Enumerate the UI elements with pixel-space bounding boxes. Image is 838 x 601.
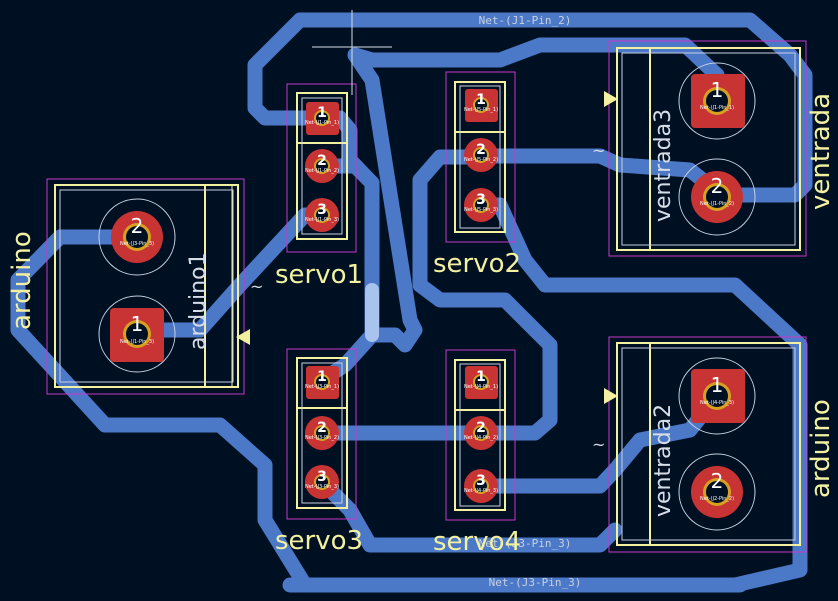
pin1-markers — [236, 91, 618, 404]
pin-net-label: Net-(J1-Pin_3) — [305, 217, 339, 223]
svg-text:~: ~ — [250, 277, 263, 296]
courtyard-servo4 — [445, 349, 516, 521]
value-ventrada2: ventrada2 — [651, 404, 676, 517]
fab-outlines — [59, 52, 796, 541]
track-servo3-bottom[interactable] — [314, 474, 623, 553]
pin-number: 1 — [317, 105, 327, 121]
ref-servo1: servo1 — [275, 260, 363, 290]
track-servo2-ventrada2[interactable] — [282, 197, 808, 593]
pin-number: 3 — [317, 202, 327, 218]
courtyards — [46, 40, 807, 553]
pin-net-label: Net-(J1-Pin_3) — [120, 339, 154, 345]
pin-number: 3 — [476, 473, 486, 489]
pin-number: 2 — [476, 142, 486, 158]
pin-number: 3 — [476, 192, 486, 208]
courtyard-ventrada2 — [608, 336, 807, 553]
ref-arduino-left: arduino — [7, 231, 37, 330]
courtyard-servo2 — [445, 71, 516, 243]
pin-number: 1 — [476, 369, 486, 385]
pin-net-label: Net-(J1-Pin_1) — [700, 105, 734, 111]
pin-net-label: Net-(J4-Pin_2) — [464, 435, 498, 441]
svg-text:~: ~ — [592, 141, 605, 160]
tilde-markers: ~ ~ ~ — [250, 141, 605, 454]
courtyard-arduino1 — [46, 178, 245, 395]
pin-net-label: Net-(J5-Pin_2) — [464, 157, 498, 163]
ref-arduino-right: arduino — [806, 399, 836, 498]
triangle-marker-arduino1 — [236, 329, 250, 345]
pin-net-label: Net-(J1-Pin_2) — [700, 201, 734, 207]
footprint-arduino1[interactable]: 2 Net-(J3-Pin_3) 1 Net-(J1-Pin_3) — [98, 198, 176, 373]
pin-number: 2 — [131, 214, 144, 238]
pin-net-label: Net-(J4-Pin_3) — [464, 488, 498, 494]
pin-net-label: Net-(J3-Pin_3) — [305, 484, 339, 490]
pin-net-label: Net-(J3-Pin_1) — [305, 384, 339, 390]
track-arduino-loop[interactable] — [10, 229, 748, 593]
ref-servo3: servo3 — [275, 526, 363, 556]
triangle-marker-ventrada2 — [604, 388, 618, 404]
pin-net-label: Net-(J4-Pin_3) — [700, 400, 734, 406]
pin-number: 1 — [317, 369, 327, 385]
pin-number: 1 — [476, 92, 486, 108]
pin-number: 1 — [711, 373, 724, 397]
svg-text:~: ~ — [592, 435, 605, 454]
footprint-servo3[interactable]: 1 Net-(J3-Pin_1) 2 Net-(J3-Pin_2) 3 Net-… — [305, 366, 339, 499]
pin-number: 2 — [317, 153, 327, 169]
pin-net-label: Net-(J2-Pin_2) — [700, 496, 734, 502]
pin-number: 3 — [317, 469, 327, 485]
courtyard-servo3 — [286, 348, 357, 520]
value-arduino1: arduino1 — [186, 252, 211, 350]
pin-net-label: Net-(J3-Pin_2) — [305, 435, 339, 441]
pin-net-label: Net-(J5-Pin_3) — [464, 207, 498, 213]
track-top-loop[interactable] — [247, 12, 813, 203]
copper-tracks — [10, 12, 813, 593]
crosshair-cursor — [312, 10, 392, 95]
net-label-top: Net-(J1-Pin_2) — [479, 14, 572, 27]
track-servo2-servo4[interactable] — [412, 149, 558, 441]
silkscreen-outlines — [54, 47, 801, 546]
footprint-servo2[interactable]: 1 Net-(J5-Pin_1) 2 Net-(J5-Pin_2) 3 Net-… — [464, 89, 498, 222]
triangle-marker-ventrada3 — [604, 91, 618, 107]
pin-number: 1 — [131, 312, 144, 336]
ref-servo4: servo4 — [433, 527, 521, 557]
pin-number: 2 — [711, 174, 724, 198]
value-ventrada3: ventrada3 — [651, 109, 676, 222]
pin-number: 1 — [711, 78, 724, 102]
pin-net-label: Net-(J3-Pin_3) — [120, 241, 154, 247]
net-label-bottom-mid: Net-(J3-Pin_3) — [479, 537, 572, 550]
track-servo2-ventrada3[interactable] — [473, 148, 723, 198]
pin-number: 2 — [476, 420, 486, 436]
courtyard-servo1 — [286, 83, 357, 253]
track-servo1-servo2[interactable] — [314, 37, 725, 353]
pin-number: 2 — [711, 469, 724, 493]
ref-servo2: servo2 — [433, 249, 521, 279]
footprint-servo1[interactable]: 1 Net-(J1-Pin_1) 2 Net-(J1-Pin_2) 3 Net-… — [305, 102, 339, 232]
ref-ventrada-right: ventrada — [806, 93, 836, 210]
footprint-ventrada2[interactable]: 1 Net-(J4-Pin_3) 2 Net-(J2-Pin_2) — [678, 357, 756, 531]
footprint-servo4[interactable]: 1 Net-(J4-Pin_1) 2 Net-(J4-Pin_2) 3 Net-… — [464, 366, 498, 503]
pin-net-label: Net-(J1-Pin_1) — [305, 120, 339, 126]
footprint-ventrada3[interactable]: 1 Net-(J1-Pin_1) 2 Net-(J1-Pin_2) — [678, 62, 756, 236]
pin-net-label: Net-(J4-Pin_1) — [464, 384, 498, 390]
pin-net-label: Net-(J5-Pin_1) — [464, 107, 498, 113]
net-label-bottom: Net-(J3-Pin_3) — [489, 576, 582, 589]
pin-number: 2 — [317, 420, 327, 436]
pin-net-label: Net-(J1-Pin_2) — [305, 168, 339, 174]
courtyard-ventrada3 — [608, 40, 807, 257]
